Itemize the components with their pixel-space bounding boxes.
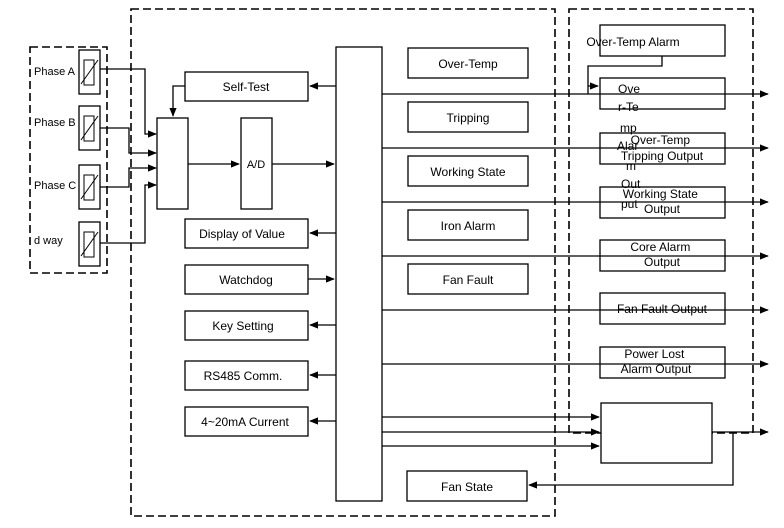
iron-alarm-label: Iron Alarm	[441, 219, 496, 233]
controller-wiring	[169, 82, 336, 425]
current-output-label: 4~20mA Current	[201, 415, 289, 429]
fan-state-box	[406, 470, 528, 502]
self-test-box	[184, 71, 309, 102]
sensor-phase-b: Phase B	[34, 105, 101, 151]
over-temp-alarm-box	[599, 24, 726, 57]
controller-group-frame	[130, 8, 556, 517]
fan-fault-box	[407, 263, 529, 295]
fan-fault-output-label: Fan Fault Output	[617, 302, 708, 316]
fan-control-box	[600, 402, 713, 464]
ad-converter-label: A/D	[247, 159, 265, 171]
sensor-phase-c: Phase C	[34, 164, 101, 210]
output-wiring	[382, 56, 769, 489]
sensor-label-phase-b: Phase B	[34, 117, 76, 129]
sensor-label-d-way: d way	[34, 235, 63, 247]
sensor-group-frame	[29, 46, 108, 274]
over-temp-label: Over-Temp	[438, 57, 498, 71]
rs485-box	[184, 360, 309, 391]
display-of-value-box	[184, 218, 309, 249]
fan-state-label: Fan State	[441, 480, 493, 494]
working-state-label: Working State	[430, 165, 505, 179]
display-of-value-label: Display of Value	[199, 227, 285, 241]
sensor-phase-a: Phase A	[34, 49, 101, 95]
power-lost-alarm-output-label: Power Lost Alarm Output	[621, 347, 692, 376]
over-temp-tripping-output-label: Over-Temp Tripping Output	[621, 133, 704, 163]
sensor-d-way: d way	[34, 221, 101, 267]
working-state-box	[407, 155, 529, 187]
power-lost-alarm-output-box	[599, 346, 726, 379]
current-output-box	[184, 406, 309, 437]
iron-alarm-box	[407, 209, 529, 241]
tripping-label: Tripping	[447, 111, 490, 125]
cpu-bus	[335, 46, 383, 502]
self-test-label: Self-Test	[223, 80, 270, 94]
rs485-label: RS485 Comm.	[204, 369, 283, 383]
over-temp-box	[407, 47, 529, 79]
sensor-label-phase-a: Phase A	[34, 66, 76, 78]
watchdog-label: Watchdog	[219, 273, 273, 287]
multiplexer-box	[156, 117, 189, 210]
sensor-wiring	[100, 68, 157, 244]
sensor-label-phase-c: Phase C	[34, 180, 76, 192]
over-temp-alarm-label: Over-Temp Alarm	[586, 35, 679, 49]
key-setting-box	[184, 310, 309, 341]
fan-fault-output-box	[599, 292, 726, 325]
working-state-output-label: Working State Output	[623, 187, 702, 216]
tripping-box	[407, 101, 529, 133]
core-alarm-output-label: Core Alarm Output	[630, 240, 693, 269]
fan-fault-label: Fan Fault	[443, 273, 494, 287]
key-setting-label: Key Setting	[212, 319, 273, 333]
